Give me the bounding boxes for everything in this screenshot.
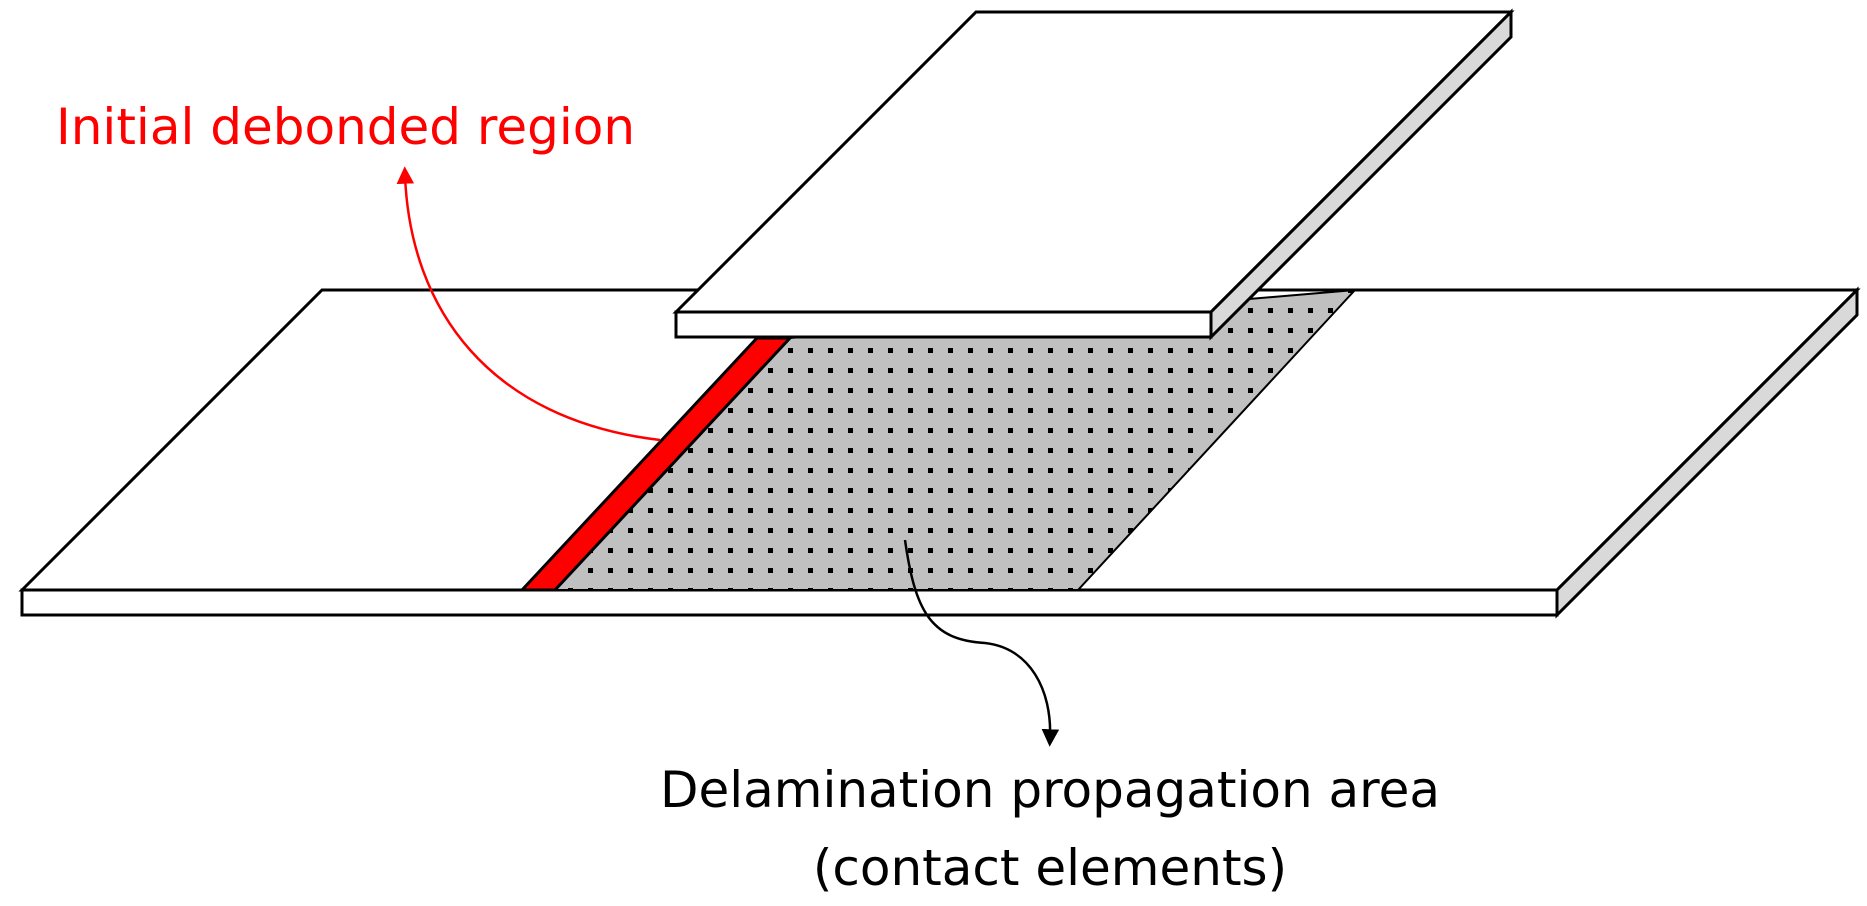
delamination-area-label-line1: Delamination propagation area bbox=[660, 761, 1440, 819]
initial-debonded-region-label: Initial debonded region bbox=[56, 98, 635, 156]
delamination-area-label-line2: (contact elements) bbox=[813, 839, 1287, 897]
debond-arrow bbox=[396, 166, 661, 442]
top-plate bbox=[672, 8, 1515, 341]
bottom-plate-front-edge bbox=[20, 588, 1559, 617]
delamination-arrow bbox=[903, 539, 1060, 747]
top-plate-front-edge bbox=[674, 310, 1213, 339]
